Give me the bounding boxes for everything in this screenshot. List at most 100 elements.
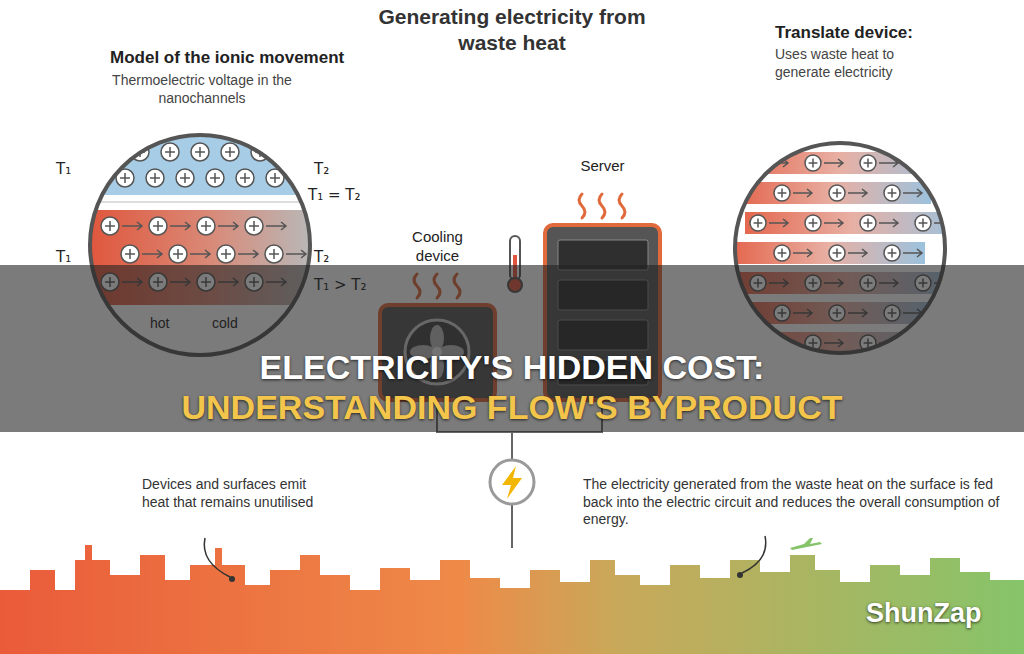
flow-arrow bbox=[793, 249, 812, 257]
ion bbox=[805, 155, 821, 171]
note-text: The electricity generated from the waste… bbox=[583, 476, 1018, 529]
ion bbox=[245, 217, 263, 235]
ion-plus bbox=[180, 173, 190, 183]
ion bbox=[281, 143, 299, 161]
ion bbox=[750, 155, 766, 171]
label: Generating electricity from waste heat bbox=[352, 4, 672, 57]
ion-plus bbox=[864, 159, 873, 168]
flow-arrow bbox=[266, 222, 286, 230]
ion-plus bbox=[201, 221, 211, 231]
ion-plus bbox=[833, 189, 842, 198]
leader-line bbox=[204, 538, 230, 577]
flow-arrow bbox=[769, 219, 788, 227]
headline: UNDERSTANDING FLOW'S BYPRODUCT bbox=[0, 386, 1024, 429]
flow-arrow bbox=[824, 159, 843, 167]
flow-arrow bbox=[286, 250, 306, 258]
ion-plus bbox=[888, 189, 897, 198]
flow-arrow bbox=[848, 249, 867, 257]
leader-dot bbox=[737, 572, 743, 578]
flow-arrow bbox=[879, 219, 898, 227]
ion-plus bbox=[809, 159, 818, 168]
channel-bar bbox=[739, 182, 931, 204]
ion-plus bbox=[864, 219, 873, 228]
leader-line bbox=[742, 536, 766, 573]
temperature-label: T₁ bbox=[56, 248, 96, 267]
flow-arrow bbox=[903, 249, 922, 257]
ion-plus bbox=[919, 159, 928, 168]
flow-arrow bbox=[142, 250, 162, 258]
temperature-label: T₁ = T₂ bbox=[308, 186, 388, 205]
cold-label: cold bbox=[212, 315, 252, 333]
ion bbox=[829, 245, 845, 261]
ion bbox=[829, 185, 845, 201]
ion-plus bbox=[125, 249, 135, 259]
temperature-label: T₂ bbox=[314, 160, 354, 179]
ion bbox=[884, 245, 900, 261]
ion bbox=[101, 217, 119, 235]
flow-arrow bbox=[170, 222, 190, 230]
ion-plus bbox=[888, 249, 897, 258]
ion bbox=[236, 169, 254, 187]
plane-icon bbox=[790, 538, 822, 550]
node-heading: Cooling device bbox=[390, 228, 485, 266]
ion bbox=[149, 217, 167, 235]
lightning-bolt bbox=[502, 466, 522, 499]
ion bbox=[176, 169, 194, 187]
channel-bar bbox=[733, 242, 925, 264]
server-heat bbox=[579, 194, 625, 218]
ion-plus bbox=[240, 173, 250, 183]
ion bbox=[206, 169, 224, 187]
ion-plus bbox=[754, 219, 763, 228]
channel-bar bbox=[745, 212, 959, 234]
temperature-label: T₂ bbox=[314, 248, 354, 267]
ion bbox=[221, 143, 239, 161]
flow-arrow bbox=[824, 219, 843, 227]
ion-plus bbox=[833, 249, 842, 258]
ion-plus bbox=[919, 219, 928, 228]
ion bbox=[169, 245, 187, 263]
flow-arrow bbox=[238, 250, 258, 258]
ion bbox=[121, 245, 139, 263]
ion-plus bbox=[269, 249, 279, 259]
channel-bar bbox=[733, 152, 947, 174]
ion bbox=[750, 215, 766, 231]
translate-circle: Translate device:Uses waste heat to gene… bbox=[735, 143, 945, 353]
ion bbox=[884, 185, 900, 201]
ion-plus bbox=[195, 147, 205, 157]
node-body: Uses waste heat to generate electricity bbox=[775, 46, 935, 81]
headline: ELECTRICITY'S HIDDEN COST: bbox=[0, 346, 1024, 389]
ion bbox=[860, 215, 876, 231]
node-heading: Model of the ionic movement bbox=[110, 47, 360, 68]
flow-arrow bbox=[218, 222, 238, 230]
flow-arrow bbox=[934, 159, 953, 167]
ion-plus bbox=[150, 173, 160, 183]
model-circle: Model of the ionic movementThermoelectri… bbox=[90, 135, 310, 355]
generator-circle bbox=[490, 460, 534, 504]
ion-plus bbox=[249, 221, 259, 231]
ion bbox=[161, 143, 179, 161]
ion bbox=[915, 215, 931, 231]
ion bbox=[265, 245, 283, 263]
flow-arrow bbox=[903, 189, 922, 197]
ion-plus bbox=[225, 147, 235, 157]
ion bbox=[860, 155, 876, 171]
flow-arrow bbox=[190, 250, 210, 258]
ion-plus bbox=[210, 173, 220, 183]
ion bbox=[774, 245, 790, 261]
ion bbox=[805, 215, 821, 231]
node-heading: Translate device: bbox=[775, 22, 975, 43]
city-skyline bbox=[0, 545, 1024, 654]
ion bbox=[146, 169, 164, 187]
ion bbox=[915, 155, 931, 171]
ion-plus bbox=[285, 147, 295, 157]
ion-plus bbox=[120, 173, 130, 183]
node-body: Thermoelectric voltage in the nanochanne… bbox=[112, 72, 292, 107]
ion-plus bbox=[754, 159, 763, 168]
ion bbox=[191, 143, 209, 161]
note-text: Devices and surfaces emit heat that rema… bbox=[142, 476, 317, 511]
ion bbox=[101, 143, 119, 161]
ion-plus bbox=[173, 249, 183, 259]
ion-plus bbox=[105, 221, 115, 231]
flow-arrow bbox=[793, 189, 812, 197]
